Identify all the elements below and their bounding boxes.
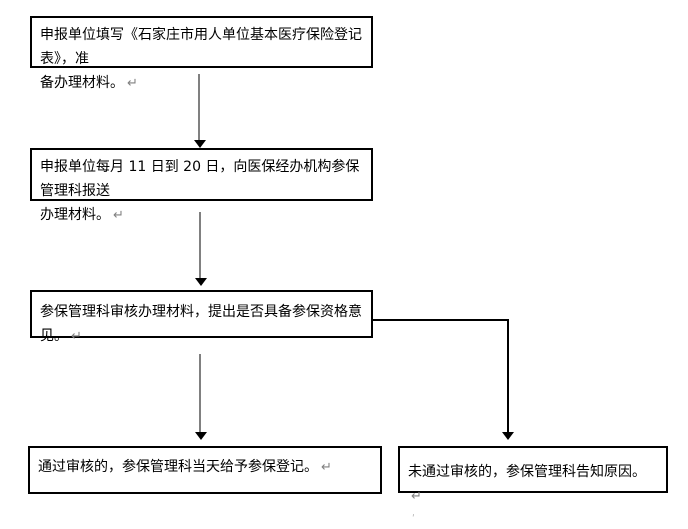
return-mark-icon: ↵ (113, 208, 124, 223)
return-mark-icon: ↵ (71, 329, 82, 344)
flow-step-2-box: 申报单位每月 11 日到 20 日，向医保经办机构参保管理科报送 办理材料。↵ (30, 148, 373, 223)
flow-arrow-1-arrowhead-icon (194, 140, 206, 148)
flow-step-2-text: 申报单位每月 11 日到 20 日，向医保经办机构参保管理科报送 办理材料。↵ (32, 150, 371, 228)
flow-arrow-1-line (198, 74, 200, 140)
flow-step-1-text: 申报单位填写《石家庄市用人单位基本医疗保险登记表》，准 备办理材料。↵ (32, 18, 371, 96)
flow-arrow-2-arrowhead-icon (195, 278, 207, 286)
flow-step-5-box: 未通过审核的，参保管理科告知原因。 ↵ ʹ (398, 446, 668, 525)
flow-step-4-line-1: 通过审核的，参保管理科当天给予参保登记。 (38, 459, 318, 475)
flow-step-3-box: 参保管理科审核办理材料，提出是否具备参保资格意见。↵ (30, 290, 373, 344)
return-mark-icon: ↵ (411, 489, 422, 504)
flow-step-2-line-1: 申报单位每月 11 日到 20 日，向医保经办机构参保管理科报送 (40, 159, 360, 199)
flow-step-1-box: 申报单位填写《石家庄市用人单位基本医疗保险登记表》，准 备办理材料。↵ (30, 16, 373, 91)
flow-arrow-3-arrowhead-icon (195, 432, 207, 440)
flow-branch-connector-horizontal (373, 319, 508, 321)
flow-step-3-line-1: 参保管理科审核办理材料，提出是否具备参保资格意见。 (40, 304, 362, 344)
flow-step-5-line-1: 未通过审核的，参保管理科告知原因。 (408, 464, 646, 480)
flow-arrow-2-line (199, 212, 201, 278)
flow-step-1-line-1: 申报单位填写《石家庄市用人单位基本医疗保险登记表》，准 (40, 27, 362, 67)
flow-step-4-text: 通过审核的，参保管理科当天给予参保登记。↵ (30, 448, 380, 480)
flow-step-5-faint-paragraph-mark: ʹ (412, 514, 415, 525)
flow-step-5-text: 未通过审核的，参保管理科告知原因。 ↵ ʹ (400, 448, 666, 525)
flow-step-2-line-2: 办理材料。 (40, 207, 110, 223)
flow-step-4-box: 通过审核的，参保管理科当天给予参保登记。↵ (28, 446, 382, 494)
flow-arrow-3-line (199, 354, 201, 432)
return-mark-icon: ↵ (321, 460, 332, 475)
return-mark-icon: ↵ (127, 76, 138, 91)
flow-step-1-line-2: 备办理材料。 (40, 75, 124, 91)
flow-branch-connector-vertical (507, 319, 509, 432)
flow-step-3-text: 参保管理科审核办理材料，提出是否具备参保资格意见。↵ (32, 292, 371, 349)
flow-branch-arrowhead-icon (502, 432, 514, 440)
